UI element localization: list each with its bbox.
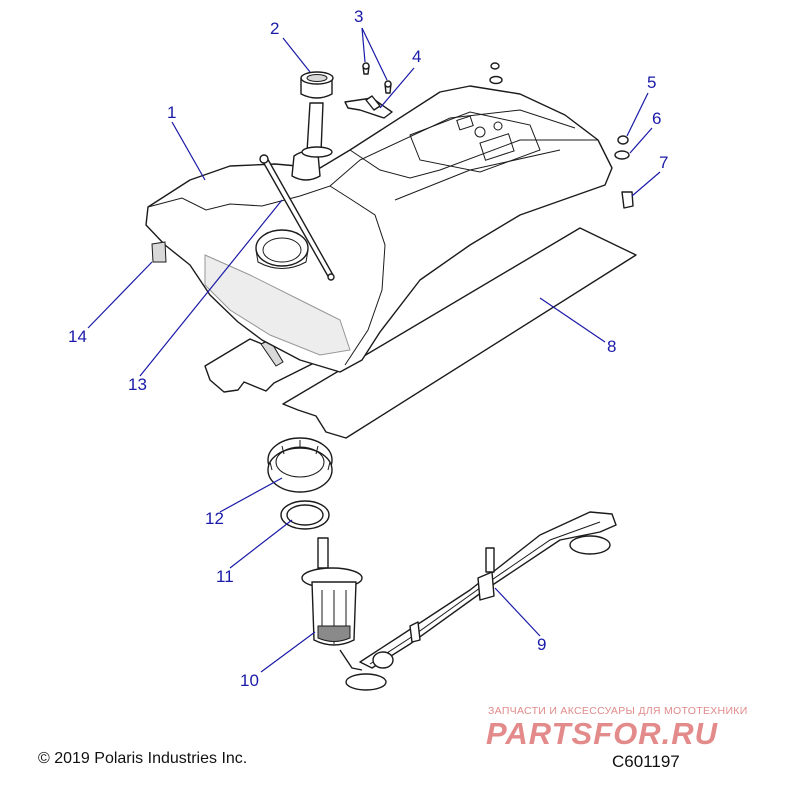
hardware-small (489, 62, 634, 209)
fuel-cap (300, 71, 334, 158)
callout-7: 7 (659, 153, 668, 172)
callout-5: 5 (647, 73, 656, 92)
callout-1: 1 (167, 103, 176, 122)
callout-14: 14 (68, 327, 87, 346)
leader-lines (87, 27, 661, 673)
callout-8: 8 (607, 337, 616, 356)
callout-6: 6 (652, 109, 661, 128)
figure-id: C601197 (612, 752, 680, 771)
screws (362, 62, 392, 94)
fuel-lines (359, 511, 617, 669)
callout-13: 13 (128, 375, 147, 394)
bracket (344, 95, 393, 119)
watermark-logo: PARTSFOR.RU (486, 716, 719, 751)
callout-9: 9 (537, 635, 546, 654)
fuel-pump (301, 537, 387, 691)
callout-2: 2 (270, 19, 279, 38)
callout-10: 10 (240, 671, 259, 690)
watermark-tagline: ЗАПЧАСТИ И АКСЕССУАРЫ ДЛЯ МОТОТЕХНИКИ (488, 705, 748, 717)
label-pad (151, 241, 167, 263)
heat-shield-sheets (204, 227, 637, 439)
callout-11: 11 (216, 567, 234, 586)
gasket (280, 500, 330, 530)
copyright-notice: © 2019 Polaris Industries Inc. (38, 750, 248, 767)
vent-rod (259, 154, 335, 281)
fuel-tank (145, 85, 613, 373)
callout-12: 12 (205, 509, 224, 528)
locking-ring (267, 437, 333, 493)
callout-3: 3 (354, 7, 363, 26)
callout-4: 4 (412, 47, 421, 66)
callouts: 1 2 3 4 5 6 7 8 9 10 11 12 13 14 (68, 7, 668, 690)
